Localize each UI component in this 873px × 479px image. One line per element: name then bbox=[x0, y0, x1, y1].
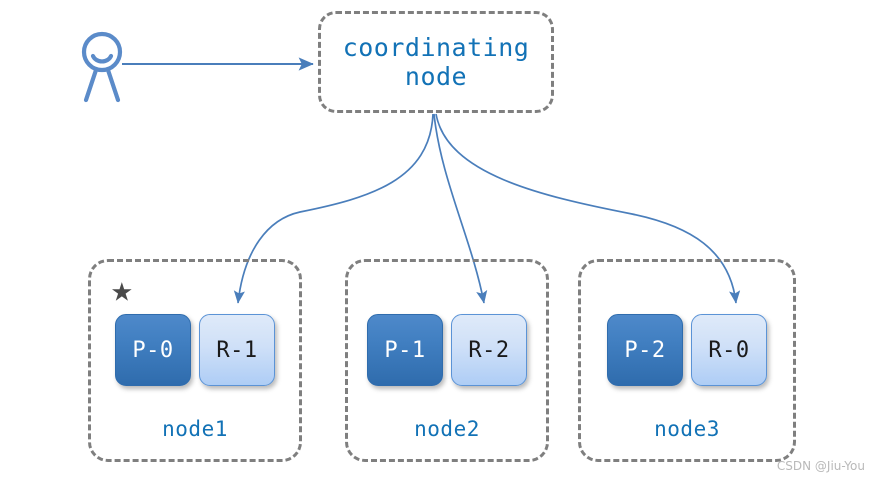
node-container-node2[interactable]: P-1 R-2 node2 bbox=[345, 259, 549, 462]
node-label-node2: node2 bbox=[414, 417, 480, 441]
shard-r-0[interactable]: R-0 bbox=[691, 314, 767, 386]
shard-r-2[interactable]: R-2 bbox=[451, 314, 527, 386]
coordinating-node-box[interactable]: coordinating node bbox=[318, 11, 554, 113]
node-container-node1[interactable]: ★ P-0 R-1 node1 bbox=[88, 259, 302, 462]
shard-p-0[interactable]: P-0 bbox=[115, 314, 191, 386]
person-icon bbox=[81, 31, 123, 103]
coordinating-node-label: coordinating node bbox=[342, 32, 530, 92]
shard-r-1[interactable]: R-1 bbox=[199, 314, 275, 386]
primary-star-icon: ★ bbox=[111, 269, 133, 310]
shard-row-node1: P-0 R-1 bbox=[91, 314, 299, 386]
shard-row-node2: P-1 R-2 bbox=[348, 314, 546, 386]
node-container-node3[interactable]: P-2 R-0 node3 bbox=[578, 259, 796, 462]
shard-p-1[interactable]: P-1 bbox=[367, 314, 443, 386]
node-label-node1: node1 bbox=[162, 417, 228, 441]
shard-p-2[interactable]: P-2 bbox=[607, 314, 683, 386]
shard-row-node3: P-2 R-0 bbox=[581, 314, 793, 386]
watermark-text: CSDN @Jiu-You bbox=[776, 459, 865, 473]
node-label-node3: node3 bbox=[654, 417, 720, 441]
